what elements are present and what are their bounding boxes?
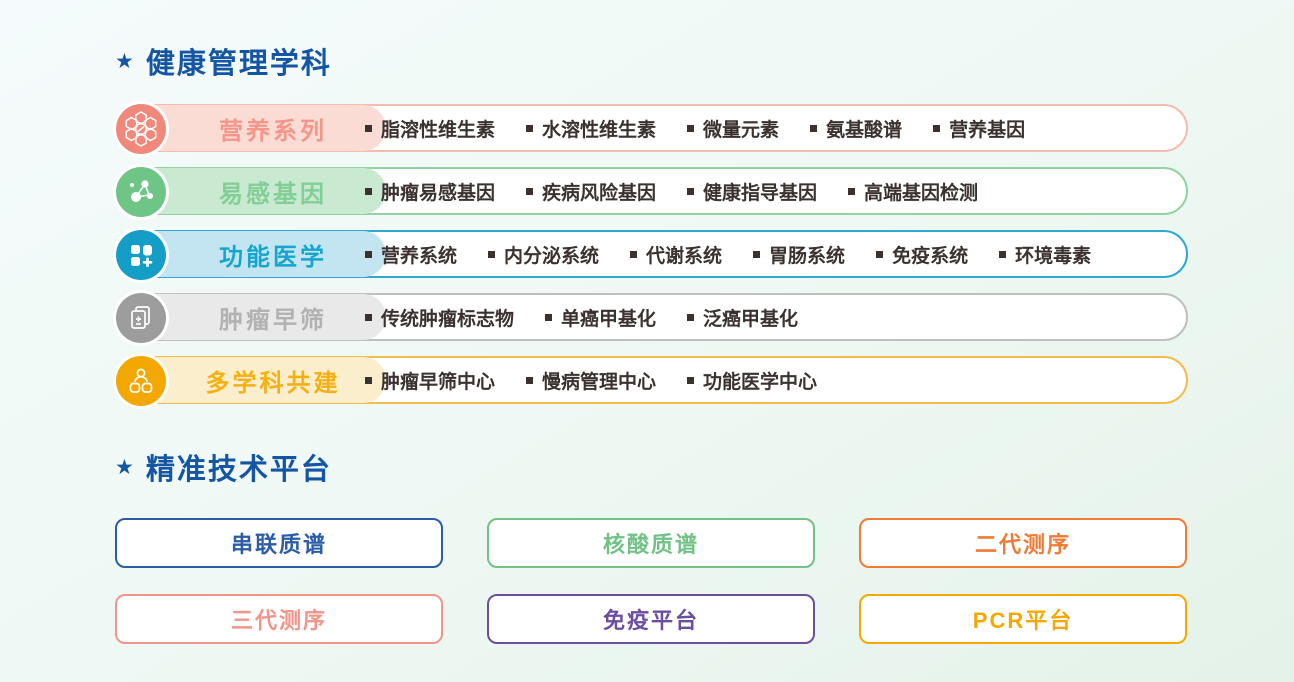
list-item: 泛癌甲基化 [687,304,798,331]
category-items: 传统肿瘤标志物 单癌甲基化 泛癌甲基化 [365,304,798,331]
list-item: 慢病管理中心 [526,367,656,394]
list-item: 环境毒素 [999,241,1091,268]
page-content: ★ 健康管理学科 营养系列 脂溶性维生素 水溶性维生素 微量元素 氨基酸谱 营养… [115,40,1188,644]
square-bullet-icon [687,187,695,195]
grid-plus-icon [116,230,166,280]
square-bullet-icon [687,313,695,321]
platform-button-immune[interactable]: 免疫平台 [487,594,815,644]
square-bullet-icon [365,124,372,132]
square-bullet-icon [365,313,372,321]
star-icon: ★ [115,49,134,73]
list-item: 代谢系统 [630,241,722,268]
list-item: 内分泌系统 [488,241,599,268]
square-bullet-icon [526,187,534,195]
hexagon-molecules-icon [116,104,166,154]
list-item: 肿瘤早筛中心 [365,367,495,394]
list-item: 脂溶性维生素 [365,115,495,142]
square-bullet-icon [526,376,534,384]
list-item: 营养系统 [365,241,457,268]
category-row-functional: 功能医学 营养系统 内分泌系统 代谢系统 胃肠系统 免疫系统 环境毒素 [115,230,1188,280]
platform-button-nucleic-acid-ms[interactable]: 核酸质谱 [487,518,815,568]
platforms-title-text: 精准技术平台 [145,454,332,486]
list-item: 疾病风险基因 [526,178,656,205]
square-bullet-icon [365,250,372,258]
category-items: 肿瘤易感基因 疾病风险基因 健康指导基因 高端基因检测 [365,178,978,205]
platform-button-tandem-ms[interactable]: 串联质谱 [115,518,443,568]
disciplines-section-title: ★ 健康管理学科 [115,40,1188,82]
square-bullet-icon [687,124,695,132]
report-document-icon [116,293,166,343]
list-item: 传统肿瘤标志物 [365,304,514,331]
square-bullet-icon [526,124,534,132]
square-bullet-icon [810,124,818,132]
square-bullet-icon [876,250,884,258]
team-structure-icon [116,356,166,406]
platform-button-pcr[interactable]: PCR平台 [859,594,1187,644]
platform-button-third-gen-seq[interactable]: 三代测序 [115,594,443,644]
molecule-network-icon [116,167,166,217]
square-bullet-icon [753,250,761,258]
category-items: 肿瘤早筛中心 慢病管理中心 功能医学中心 [365,367,817,394]
star-icon: ★ [115,455,134,479]
square-bullet-icon [933,124,941,132]
list-item: 肿瘤易感基因 [365,178,495,205]
category-row-nutrition: 营养系列 脂溶性维生素 水溶性维生素 微量元素 氨基酸谱 营养基因 [115,104,1188,154]
list-item: 氨基酸谱 [810,115,902,142]
platforms-section-title: ★ 精准技术平台 [115,446,1188,488]
list-item: 高端基因检测 [848,178,978,205]
square-bullet-icon [999,250,1007,258]
square-bullet-icon [365,187,372,195]
list-item: 胃肠系统 [753,241,845,268]
category-items: 营养系统 内分泌系统 代谢系统 胃肠系统 免疫系统 环境毒素 [365,241,1091,268]
square-bullet-icon [630,250,638,258]
list-item: 营养基因 [933,115,1025,142]
category-row-multidiscipline: 多学科共建 肿瘤早筛中心 慢病管理中心 功能医学中心 [115,356,1188,406]
list-item: 水溶性维生素 [526,115,656,142]
platform-button-ngs[interactable]: 二代测序 [859,518,1187,568]
category-row-gene: 易感基因 肿瘤易感基因 疾病风险基因 健康指导基因 高端基因检测 [115,167,1188,217]
list-item: 健康指导基因 [687,178,817,205]
list-item: 单癌甲基化 [545,304,656,331]
platform-button-grid: 串联质谱 核酸质谱 二代测序 三代测序 免疫平台 PCR平台 [115,518,1188,644]
disciplines-title-text: 健康管理学科 [145,48,332,80]
square-bullet-icon [848,187,856,195]
category-row-cancer-screening: 肿瘤早筛 传统肿瘤标志物 单癌甲基化 泛癌甲基化 [115,293,1188,343]
category-items: 脂溶性维生素 水溶性维生素 微量元素 氨基酸谱 营养基因 [365,115,1025,142]
square-bullet-icon [545,313,553,321]
square-bullet-icon [365,376,372,384]
list-item: 微量元素 [687,115,779,142]
square-bullet-icon [687,376,695,384]
list-item: 免疫系统 [876,241,968,268]
list-item: 功能医学中心 [687,367,817,394]
square-bullet-icon [488,250,496,258]
